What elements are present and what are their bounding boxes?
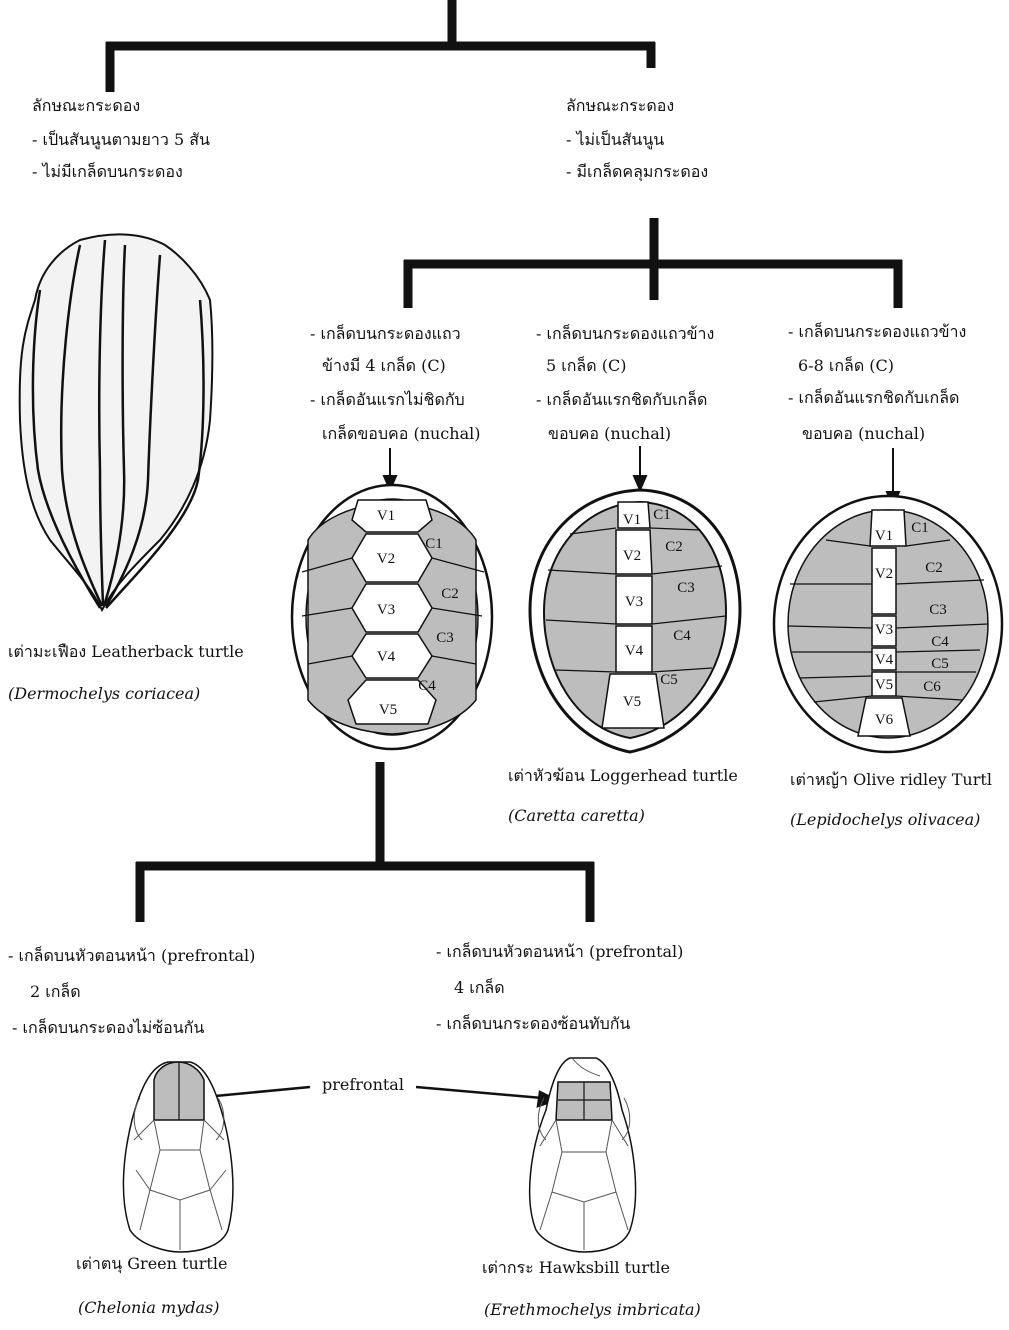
species-desc-line: ขอบคอ (nuchal)	[548, 424, 671, 444]
scute-label: C3	[436, 630, 454, 646]
hawksbill-desc-line: - เกล็ดบนกระดองซ้อนทับกัน	[436, 1014, 630, 1034]
scute-label: C6	[923, 679, 941, 695]
scute-label: V2	[875, 566, 893, 582]
species-desc-line: - เกล็ดอันแรกไม่ชิดกับ	[310, 390, 465, 410]
green-turtle-scientific: (Chelonia mydas)	[78, 1298, 220, 1318]
scute-label: V1	[377, 508, 395, 524]
olive-ridley-name: เต่าหญ้า Olive ridley Turtl	[790, 770, 992, 790]
scute-label: V1	[875, 528, 893, 544]
green-desc-line: - เกล็ดบนหัวตอนหน้า (prefrontal)	[8, 946, 255, 966]
species-desc-line: 5 เกล็ด (C)	[546, 356, 626, 376]
species-desc-line: - เกล็ดบนกระดองแถว	[310, 324, 461, 344]
leatherback-carapace	[20, 235, 213, 610]
scute-label: V5	[875, 677, 893, 693]
leatherback-scientific: (Dermochelys coriacea)	[8, 684, 200, 704]
green-desc-line: 2 เกล็ด	[30, 982, 81, 1002]
scute-label: C2	[441, 586, 459, 602]
hawksbill-desc-line: - เกล็ดบนหัวตอนหน้า (prefrontal)	[436, 942, 683, 962]
scute-label: V3	[625, 594, 643, 610]
scute-label: V5	[379, 702, 397, 718]
scute-label: C4	[931, 634, 949, 650]
scute-label: C4	[673, 628, 691, 644]
scute-label: V3	[377, 602, 395, 618]
scute-label: V4	[625, 643, 644, 659]
scute-label: C5	[660, 672, 678, 688]
scute-label: V2	[377, 551, 395, 567]
right-branch-heading: ลักษณะกระดอง	[566, 96, 674, 116]
species-desc-line: - เกล็ดบนกระดองแถวข้าง	[788, 322, 966, 342]
species-desc-line: ขอบคอ (nuchal)	[802, 424, 925, 444]
hawksbill-name: เต่ากระ Hawksbill turtle	[482, 1258, 670, 1278]
carapace-olive-ridley: V1 V2 V3 V4 V5 V6 C1 C2 C3 C4 C5 C6	[774, 496, 1002, 752]
green-turtle-head	[123, 1062, 233, 1252]
scute-label: C2	[665, 539, 683, 555]
carapace-loggerhead: V1 V2 V3 V4 V5 C1 C2 C3 C4 C5	[530, 490, 740, 752]
loggerhead-scientific: (Caretta caretta)	[508, 806, 645, 826]
olive-ridley-scientific: (Lepidochelys olivacea)	[790, 810, 980, 830]
green-turtle-name: เต่าตนุ Green turtle	[76, 1254, 227, 1274]
scute-label: C1	[425, 536, 443, 552]
tree-connectors	[106, 0, 902, 922]
scute-label: C5	[931, 656, 949, 672]
left-branch-item: - ไม่มีเกล็ดบนกระดอง	[32, 162, 183, 182]
species-desc-line: - เกล็ดอันแรกชิดกับเกล็ด	[788, 388, 959, 408]
prefrontal-label: prefrontal	[322, 1075, 404, 1095]
scute-label: V6	[875, 712, 894, 728]
leatherback-name: เต่ามะเฟือง Leatherback turtle	[8, 642, 244, 662]
species-desc-line: - เกล็ดอันแรกชิดกับเกล็ด	[536, 390, 707, 410]
scute-label: V4	[875, 652, 894, 668]
scute-label: V5	[623, 694, 641, 710]
scute-label: V2	[623, 548, 641, 564]
left-branch-item: - เป็นสันนูนตามยาว 5 สัน	[32, 130, 210, 150]
scute-label: V3	[875, 622, 893, 638]
scute-label: C3	[929, 602, 947, 618]
left-branch-heading: ลักษณะกระดอง	[32, 96, 140, 116]
species-desc-line: 6-8 เกล็ด (C)	[798, 356, 894, 376]
hawksbill-desc-line: 4 เกล็ด	[454, 978, 505, 998]
scute-label: V4	[377, 649, 396, 665]
scute-label: C1	[911, 520, 929, 536]
loggerhead-name: เต่าหัวฆ้อน Loggerhead turtle	[508, 766, 738, 786]
species-desc-line: - เกล็ดบนกระดองแถวข้าง	[536, 324, 714, 344]
hawksbill-scientific: (Erethmochelys imbricata)	[484, 1300, 701, 1320]
carapace-four-costal: V1 V2 V3 V4 V5 C1 C2 C3 C4	[292, 485, 492, 749]
species-desc-line: เกล็ดขอบคอ (nuchal)	[322, 424, 480, 444]
species-desc-line: ข้างมี 4 เกล็ด (C)	[322, 356, 446, 376]
scute-label: C3	[677, 580, 695, 596]
hawksbill-head	[530, 1058, 636, 1252]
right-branch-item: - ไม่เป็นสันนูน	[566, 130, 664, 150]
scute-label: V1	[623, 512, 641, 528]
right-branch-item: - มีเกล็ดคลุมกระดอง	[566, 162, 708, 182]
scute-label: C1	[653, 507, 671, 523]
green-desc-line: - เกล็ดบนกระดองไม่ซ้อนกัน	[12, 1018, 204, 1038]
scute-label: C2	[925, 560, 943, 576]
scute-label: C4	[418, 678, 436, 694]
